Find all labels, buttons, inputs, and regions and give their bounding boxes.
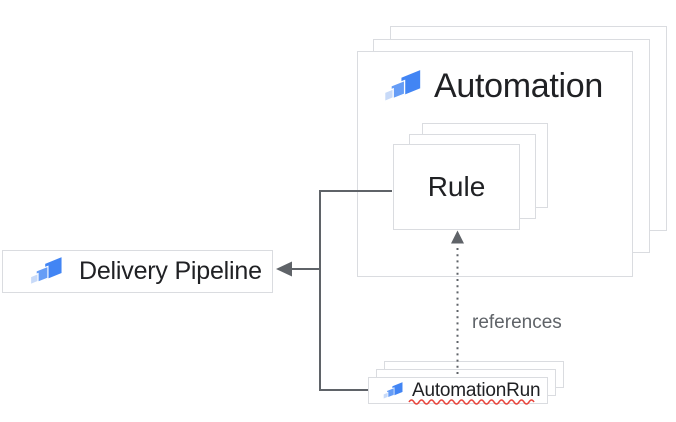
automation-header: Automation [384,67,603,106]
cloud-deploy-icon [30,255,63,286]
cloud-deploy-icon [384,68,422,103]
delivery-pipeline-label: Delivery Pipeline [79,257,262,285]
automation-run-label: AutomationRun [412,379,541,401]
delivery-pipeline-box: Delivery Pipeline [2,250,273,293]
rule-box: Rule [393,144,520,230]
rule-label: Rule [427,171,486,202]
left-arrowhead-icon [276,261,292,277]
automation-run-box: AutomationRun [368,377,548,404]
references-edge-label: references [472,312,562,333]
cloud-deploy-icon [383,380,404,399]
automation-label: Automation [434,67,603,105]
